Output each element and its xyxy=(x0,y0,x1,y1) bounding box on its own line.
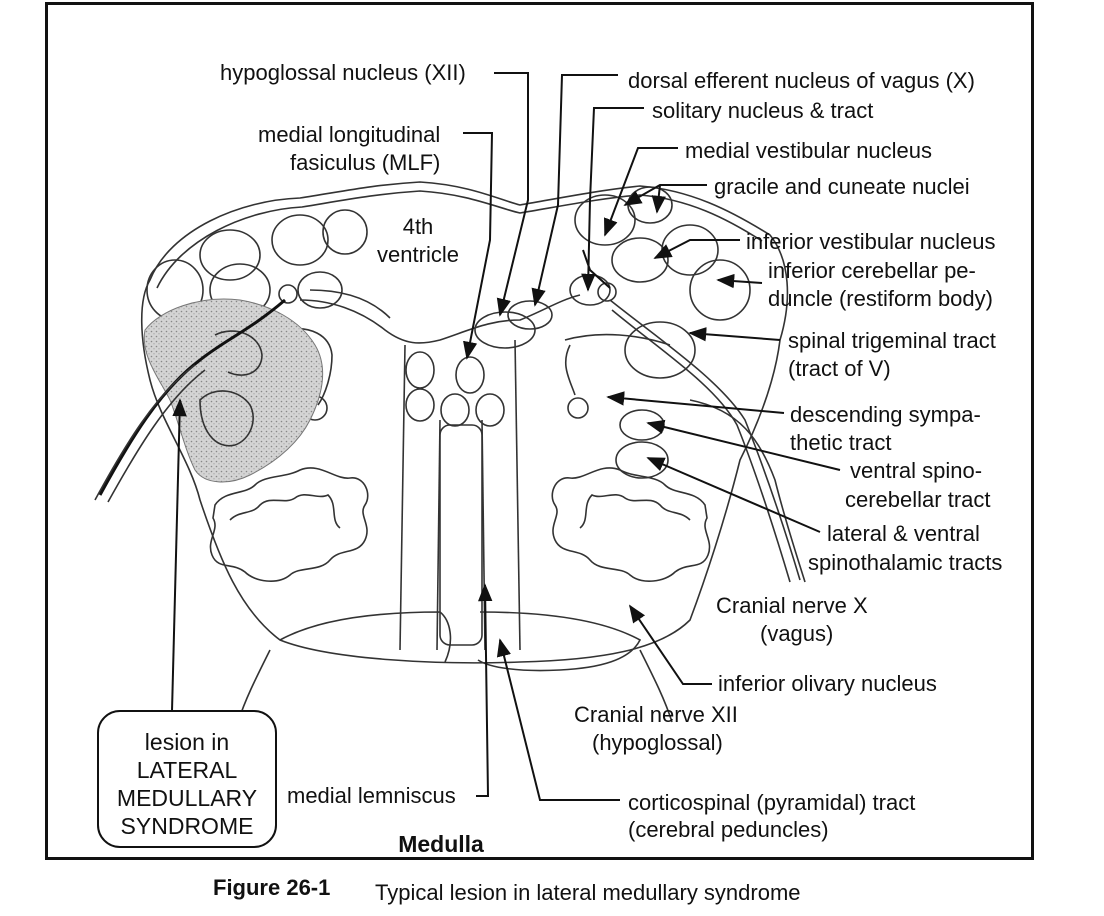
label-ventral-spinocerebellar-1: ventral spino- xyxy=(850,458,982,483)
label-cn-xii-2: (hypoglossal) xyxy=(592,730,723,755)
label-dorsal-efferent: dorsal efferent nucleus of vagus (X) xyxy=(628,68,975,93)
label-mlf-2: fasiculus (MLF) xyxy=(290,150,440,175)
caption-text: Typical lesion in lateral medullary synd… xyxy=(375,880,801,905)
label-gracile-cuneate: gracile and cuneate nuclei xyxy=(714,174,970,199)
label-corticospinal-1: corticospinal (pyramidal) tract xyxy=(628,790,915,815)
leader-lines xyxy=(463,72,841,801)
label-inferior-olivary: inferior olivary nucleus xyxy=(718,671,937,696)
label-ventral-spinocerebellar-2: cerebellar tract xyxy=(845,487,991,512)
label-mlf-1: medial longitudinal xyxy=(258,122,440,147)
lesion-box xyxy=(97,710,277,848)
lesion-box-line-1: lesion in xyxy=(145,729,229,755)
fourth-ventricle-label-1: 4th xyxy=(403,214,434,239)
label-icp-2: duncle (restiform body) xyxy=(768,286,993,311)
label-spinal-trigeminal-1: spinal trigeminal tract xyxy=(788,328,996,353)
label-corticospinal-2: (cerebral peduncles) xyxy=(628,817,829,842)
lesion-area xyxy=(143,298,324,483)
label-medial-lemniscus: medial lemniscus xyxy=(287,783,456,808)
fourth-ventricle-label-2: ventricle xyxy=(377,242,459,267)
label-spinothalamic-1: lateral & ventral xyxy=(827,521,980,546)
lesion-pointer-line xyxy=(171,398,187,712)
caption-number: Figure 26-1 xyxy=(213,875,330,900)
label-inferior-vestibular: inferior vestibular nucleus xyxy=(746,229,995,254)
diagram-title: Medulla xyxy=(398,831,484,857)
label-desc-sympathetic-2: thetic tract xyxy=(790,430,891,455)
label-hypoglossal-nucleus: hypoglossal nucleus (XII) xyxy=(220,60,466,85)
figure-frame xyxy=(45,2,1034,860)
lesion-box-line-3: MEDULLARY xyxy=(117,785,257,811)
lesion-box-line-4: SYNDROME xyxy=(121,813,254,839)
label-solitary: solitary nucleus & tract xyxy=(652,98,873,123)
label-icp-1: inferior cerebellar pe- xyxy=(768,258,976,283)
label-spinothalamic-2: spinothalamic tracts xyxy=(808,550,1002,575)
label-cn-x-1: Cranial nerve X xyxy=(716,593,868,618)
label-cn-x-2: (vagus) xyxy=(760,621,833,646)
label-cn-xii-1: Cranial nerve XII xyxy=(574,702,738,727)
label-desc-sympathetic-1: descending sympa- xyxy=(790,402,981,427)
label-medial-vestibular: medial vestibular nucleus xyxy=(685,138,932,163)
label-spinal-trigeminal-2: (tract of V) xyxy=(788,356,891,381)
lesion-box-line-2: LATERAL xyxy=(137,757,238,783)
